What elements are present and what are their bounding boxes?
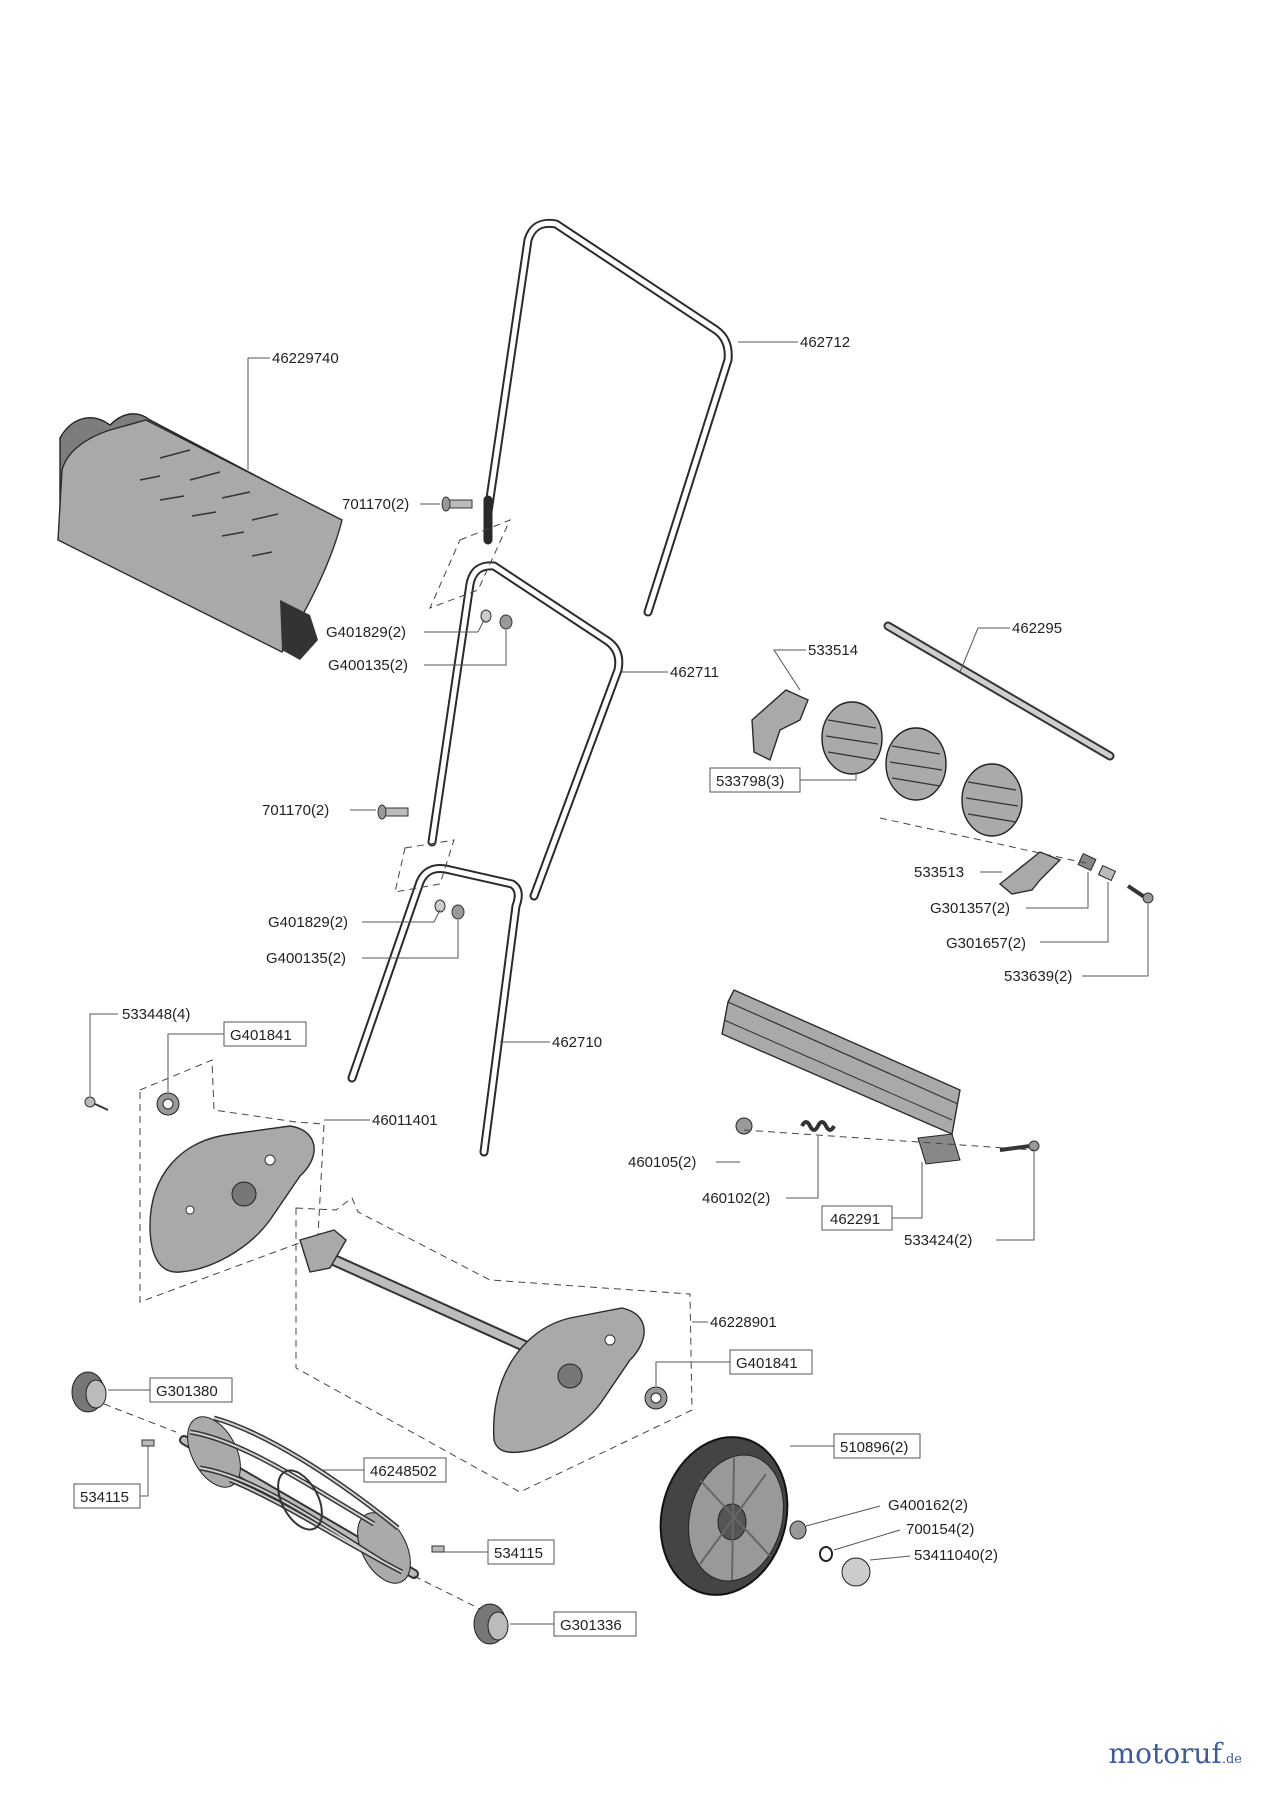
pinion-right-illustration (473, 1603, 509, 1645)
label-roller-bracket-left: 533514 (808, 642, 858, 659)
label-handle-mid: 462711 (670, 664, 719, 681)
label-side-screw: 533448(4) (122, 1006, 190, 1023)
label-roller-bracket-right: 533513 (914, 864, 964, 881)
label-bush: G301357(2) (930, 900, 1010, 917)
label-key-right: 534115 (494, 1545, 543, 1562)
label-key-left: 534115 (80, 1489, 129, 1506)
brand-suffix: .de (1221, 1752, 1242, 1767)
label-bearing-left: G401841 (230, 1027, 292, 1044)
label-blade-spring: 460102(2) (702, 1190, 770, 1207)
key-right-illustration (431, 1545, 445, 1553)
wheel-washers-illustration (789, 1520, 871, 1587)
label-blade-screw: 533424(2) (904, 1232, 972, 1249)
brand-name: motoruf (1108, 1737, 1222, 1770)
label-washer-top: G401829(2) (326, 624, 406, 641)
label-screw-top: 701170(2) (342, 496, 409, 513)
pinion-left-illustration (71, 1371, 107, 1413)
bearing-left-illustration (156, 1092, 180, 1116)
washer-nut-mid-illustration (434, 899, 465, 920)
label-pinion-right: G301336 (560, 1617, 622, 1634)
blade-nut-spring-screw-illustration (735, 1117, 1040, 1152)
label-roller-segments: 533798(3) (716, 773, 784, 790)
label-hubcap: 53411040(2) (914, 1547, 998, 1564)
side-plate-left-illustration (149, 1125, 315, 1273)
label-pinion-left: G301380 (156, 1383, 218, 1400)
label-bearing-right: G401841 (736, 1355, 798, 1372)
label-sleeve: G301657(2) (946, 935, 1026, 952)
label-side-plate-left: 46011401 (372, 1112, 438, 1129)
label-washer-mid: G401829(2) (268, 914, 348, 931)
wheel-illustration (659, 1436, 789, 1596)
label-washer-wheel: G400162(2) (888, 1497, 968, 1514)
handle-low-illustration (347, 864, 523, 1157)
grass-box-illustration (57, 413, 343, 660)
bottom-blade-illustration (721, 989, 961, 1165)
key-left-illustration (141, 1439, 155, 1447)
frame-illustration (299, 1229, 645, 1454)
screw-top-illustration (441, 496, 473, 512)
label-blade-nut: 460105(2) (628, 1154, 696, 1171)
cutting-cylinder-illustration (179, 1415, 419, 1584)
label-wheel: 510896(2) (840, 1439, 908, 1456)
label-frame: 46228901 (710, 1314, 777, 1331)
label-handle-low: 462710 (552, 1034, 602, 1051)
roller-bracket-right-illustration (998, 851, 1062, 895)
roller-shaft-illustration (883, 621, 1115, 761)
label-grass-box: 46229740 (272, 350, 339, 367)
label-roller-shaft: 462295 (1012, 620, 1062, 637)
handle-mid-illustration (427, 561, 624, 901)
label-clip: 700154(2) (906, 1521, 974, 1538)
handle-top-illustration (483, 218, 733, 617)
label-bottom-blade: 462291 (830, 1211, 880, 1228)
screw-mid-illustration (377, 804, 409, 820)
label-handle-top: 462712 (800, 334, 850, 351)
brand-watermark: motoruf.de (1109, 1737, 1242, 1770)
roller-segments-illustration (821, 701, 1023, 837)
washer-nut-top-illustration (480, 609, 513, 630)
bush-sleeve-screw-illustration (1077, 852, 1154, 904)
label-cutting-cylinder: 46248502 (370, 1463, 437, 1480)
side-screw-illustration (84, 1096, 109, 1111)
label-nut-top: G400135(2) (328, 657, 408, 674)
label-nut-mid: G400135(2) (266, 950, 346, 967)
roller-bracket-left-illustration (751, 689, 809, 761)
bearing-right-illustration (644, 1386, 668, 1410)
label-screw-mid: 701170(2) (262, 802, 329, 819)
label-roller-screw: 533639(2) (1004, 968, 1072, 985)
